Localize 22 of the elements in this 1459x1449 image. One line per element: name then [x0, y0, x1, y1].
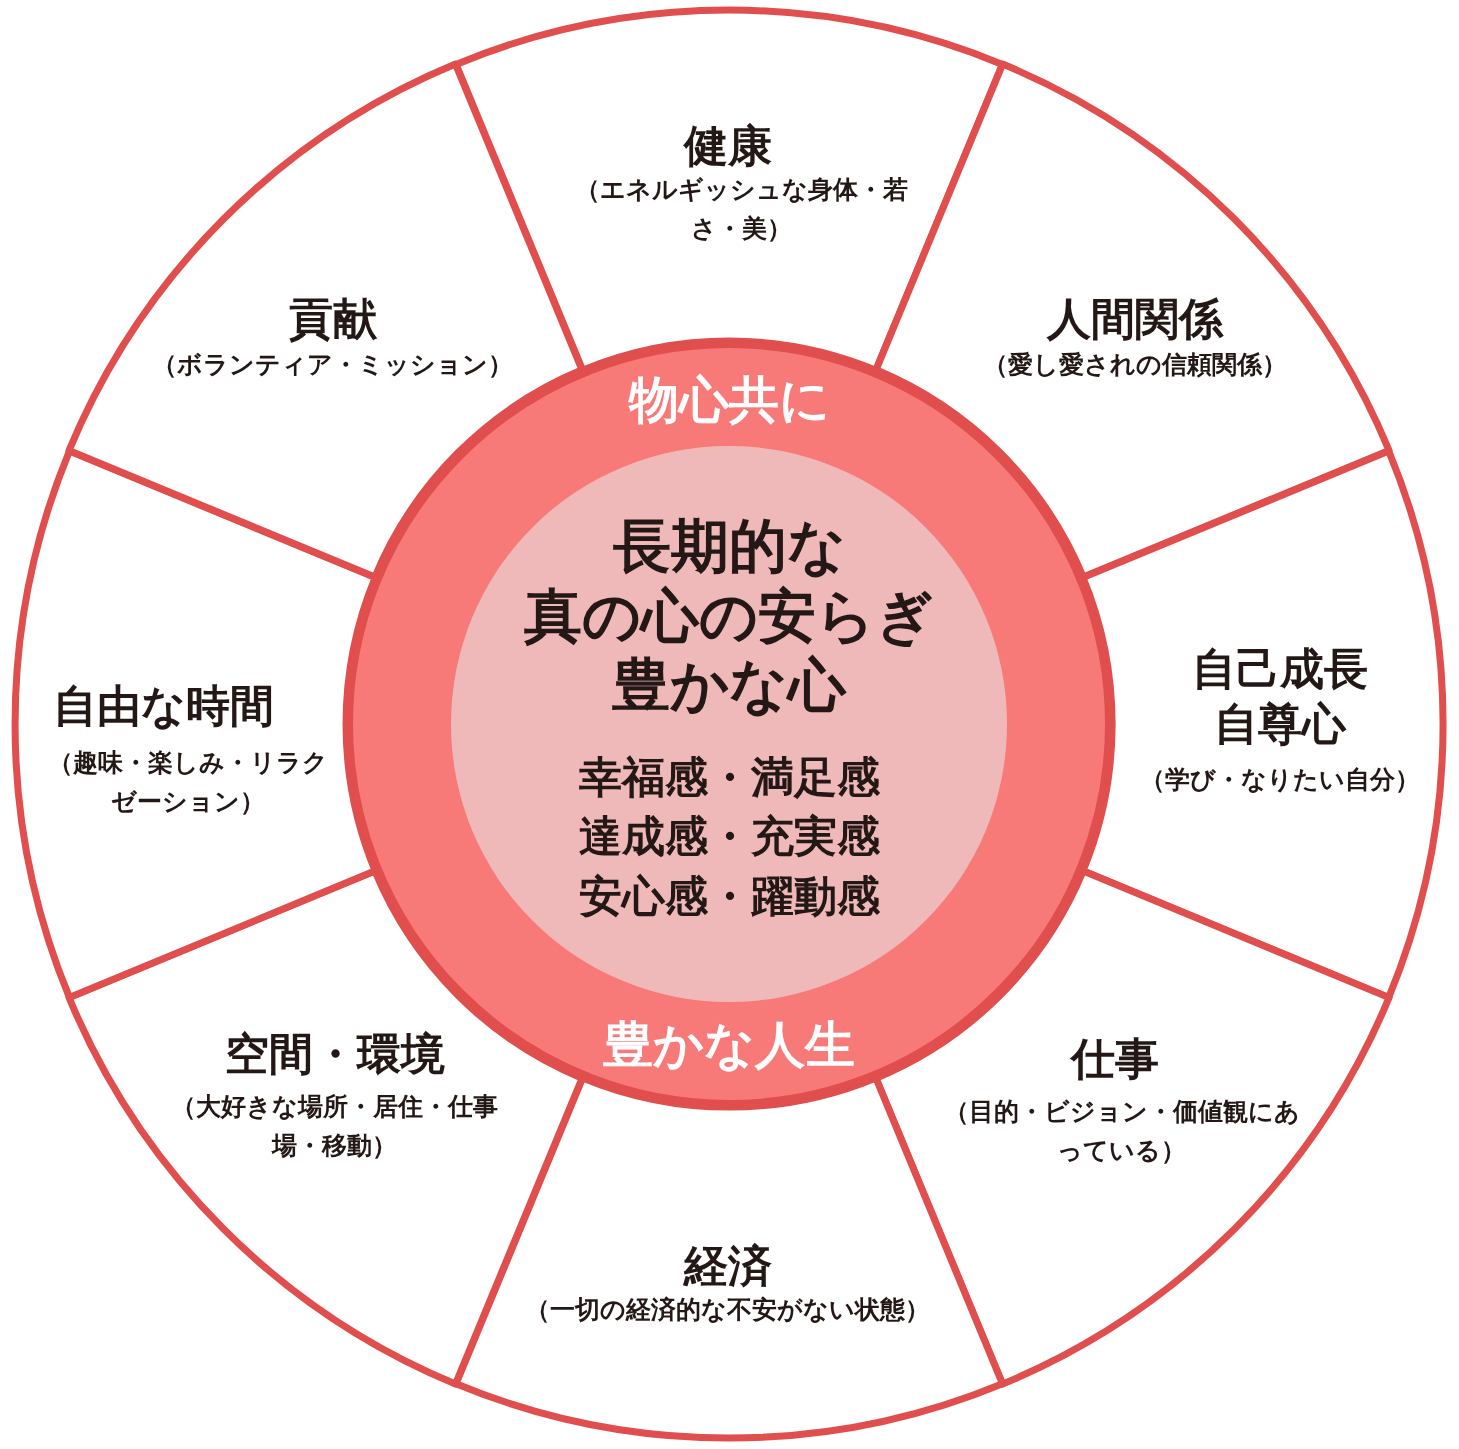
ring-label: 豊かな人生: [603, 1014, 855, 1076]
sector-title: 健康: [682, 118, 773, 173]
sector-title: 貢献: [288, 291, 378, 346]
sector-title: 人間関係: [1045, 291, 1225, 346]
center-heading: 豊かな心: [612, 651, 846, 721]
sector-description: （エネルギッシュな身体・若さ・美）: [574, 174, 910, 245]
sector-description: （趣味・楽しみ・リラクゼーション）: [47, 747, 329, 818]
sector-title: 経済: [682, 1238, 773, 1293]
center-heading: 長期的な: [612, 512, 846, 582]
sector-title: 空間・環境: [224, 1026, 446, 1081]
feelings-text: 幸福感・満足感達成感・充実感安心感・躍動感: [577, 751, 881, 923]
sector-title: 自己成長自尊心: [1191, 642, 1369, 751]
sector-title: 自由な時間: [51, 678, 275, 733]
sector-title: 仕事: [1069, 1031, 1160, 1086]
sector-description: （愛し愛されの信頼関係）: [982, 348, 1288, 381]
sector-description: （ボランティア・ミッション）: [151, 348, 515, 381]
sector-description: （学び・なりたい自分）: [1139, 763, 1421, 796]
center-heading: 真の心の安らぎ: [524, 581, 934, 652]
sector-description: （目的・ビジョン・価値観にあっている）: [943, 1096, 1301, 1167]
ring-label: 物心共に: [628, 369, 830, 431]
sector-description: （一切の経済的な不安がない状態）: [524, 1293, 932, 1326]
sector-description: （大好きな場所・居住・仕事場・移動）: [170, 1091, 500, 1162]
